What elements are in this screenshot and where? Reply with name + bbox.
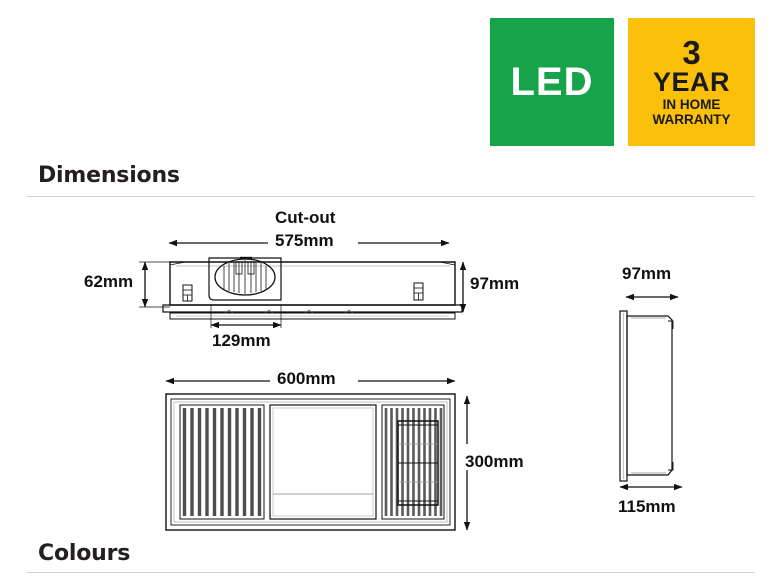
plan-view (165, 377, 471, 531)
led-badge: LED (490, 18, 614, 146)
dim-label-end-view-top: 97mm (622, 264, 672, 283)
end-elevation-view (619, 293, 683, 491)
dim-label-end-view-bottom: 115mm (618, 497, 676, 516)
warranty-badge-number: 3 (682, 33, 701, 71)
dimensions-section-divider (27, 196, 755, 197)
dim-label-body-height: 62mm (84, 272, 134, 291)
dim-label-overall-width: 600mm (277, 369, 336, 388)
dim-label-overall-height: 97mm (470, 274, 520, 293)
colours-section-heading: Colours (38, 541, 131, 566)
led-badge-label: LED (510, 60, 594, 104)
warranty-badge: 3 YEAR IN HOME WARRANTY (628, 18, 755, 146)
dim-label-fan-width: 129mm (212, 331, 271, 350)
warranty-badge-line2: WARRANTY (652, 111, 731, 127)
dim-label-overall-depth: 300mm (465, 452, 524, 471)
dim-label-cutout-width: 575mm (275, 231, 334, 250)
warranty-badge-line1: IN HOME (662, 96, 721, 112)
dimensions-section-heading: Dimensions (38, 163, 180, 188)
warranty-badge-period: YEAR (652, 67, 730, 98)
dim-label-cutout-caption: Cut-out (275, 208, 336, 227)
side-elevation-view (139, 239, 467, 329)
colours-section-divider (27, 572, 755, 573)
